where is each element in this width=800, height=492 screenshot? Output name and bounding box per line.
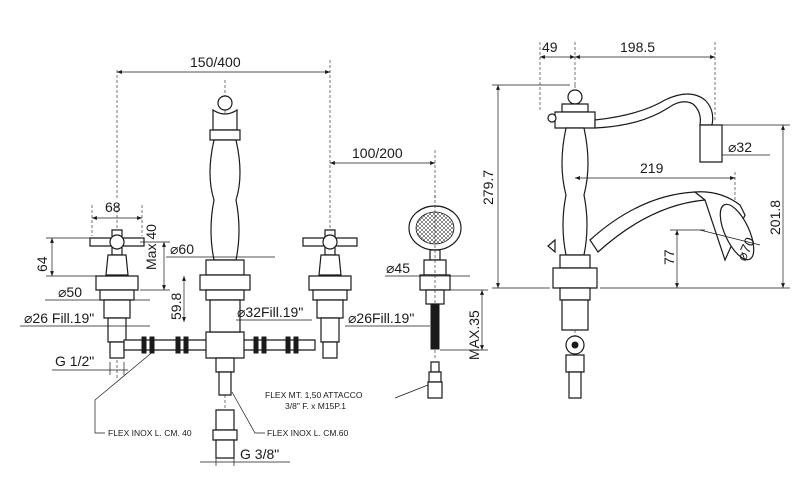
outlet-thread-label: G 3/8" [240, 446, 279, 462]
handle-max-label: Max 40 [143, 224, 159, 270]
handshower-offset-dimension: 100/200 [330, 145, 436, 200]
total-height-label: 279.7 [480, 170, 496, 205]
handle-width-label: 68 [105, 199, 121, 215]
left-valve: 68 Max 40 64 ⌀50 ⌀26 Fill.19" G 1/2" [20, 199, 170, 380]
aerator-dia-label: ⌀32 [728, 139, 752, 155]
shower-reach-label: 219 [640, 160, 664, 176]
handle-thread-label: ⌀26 Fill.19" [24, 310, 94, 326]
side-offset-label: 49 [542, 39, 558, 55]
notes: FLEX INOX L. CM. 40 FLEX INOX L. CM.60 F… [94, 349, 429, 438]
holder-thread-label: ⌀26Fill.19" [348, 310, 414, 326]
spread-label: 150/400 [190, 54, 241, 70]
handle-base-dia-label: ⌀50 [58, 284, 82, 300]
flex-150-note-line2: 3/8" F. x M15P.1 [285, 401, 346, 411]
side-view: 49 198.5 279.7 ⌀32 219 [480, 39, 790, 400]
front-view: 150/400 100/200 68 [20, 54, 488, 466]
shower-drop-label: 77 [661, 249, 677, 265]
holder-dia-label: ⌀45 [386, 260, 410, 276]
spout-base-dia-label: ⌀60 [170, 241, 194, 257]
handshower-offset-label: 100/200 [352, 145, 403, 161]
flex-150-note-line1: FLEX MT. 1,50 ATTACCO [265, 390, 363, 400]
flex-60-note: FLEX INOX L. CM.60 [267, 428, 349, 438]
connector-pipes: G 3/8" [123, 331, 316, 466]
center-spout: ⌀60 59.8 ⌀32Fill.19" [166, 80, 312, 333]
handle-height-label: 64 [34, 256, 50, 272]
holder-max-label: MAX.35 [466, 310, 482, 360]
shower-height-label: 201.8 [767, 200, 783, 235]
spread-dimension: 150/400 [116, 54, 331, 235]
right-valve [302, 229, 358, 359]
flex-40-note: FLEX INOX L. CM. 40 [108, 428, 192, 438]
spout-base-height-label: 59.8 [168, 293, 184, 320]
handshower-holder: ⌀45 ⌀26Fill.19" MAX.35 [345, 195, 488, 399]
spout-reach-label: 198.5 [620, 39, 655, 55]
spout-thread-label: ⌀32Fill.19" [237, 304, 303, 320]
inlet-thread-label: G 1/2" [55, 353, 94, 369]
